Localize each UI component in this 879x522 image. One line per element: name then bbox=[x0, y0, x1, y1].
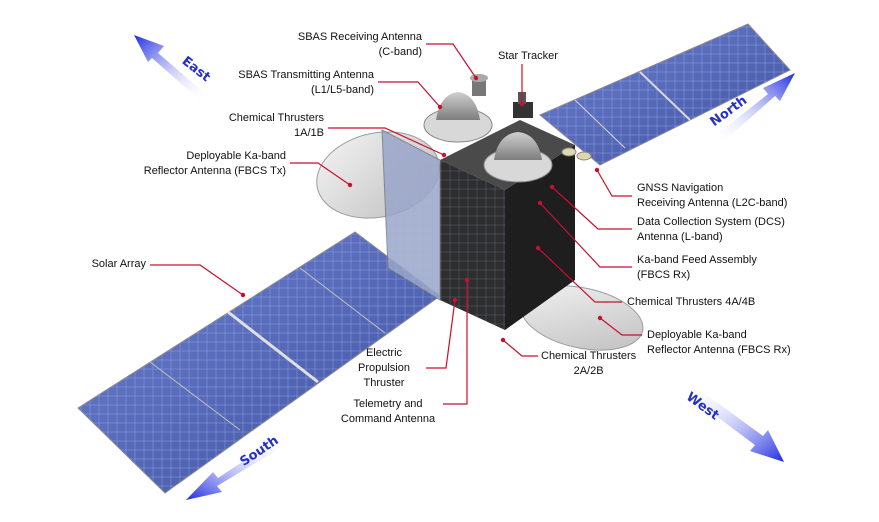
north-arrow bbox=[716, 73, 795, 142]
south-solar-array bbox=[77, 231, 441, 494]
label-line: Chemical Thrusters bbox=[228, 112, 324, 124]
label-line: Electric bbox=[365, 347, 403, 359]
label-electric-propulsion: Electric Propulsion Thruster bbox=[342, 346, 426, 391]
label-line: Reflector Antenna (FBCS Rx) bbox=[647, 344, 791, 356]
label-line: Telemetry and bbox=[353, 398, 423, 410]
label-line: Antenna (L-band) bbox=[637, 231, 723, 243]
label-gnss: GNSS Navigation Receiving Antenna (L2C-b… bbox=[637, 181, 787, 211]
south-arrow bbox=[186, 438, 284, 500]
label-line: (FBCS Rx) bbox=[637, 269, 691, 281]
label-line: Propulsion bbox=[358, 362, 410, 374]
label-chem-4a4b: Chemical Thrusters 4A/4B bbox=[627, 295, 755, 310]
label-line: Star Tracker bbox=[498, 50, 558, 62]
label-line: Chemical Thrusters bbox=[541, 350, 637, 362]
north-solar-array bbox=[539, 23, 791, 166]
label-sbas-rx: SBAS Receiving Antenna (C-band) bbox=[258, 30, 422, 60]
label-line: Deployable Ka-band bbox=[647, 329, 747, 341]
label-line: (L1/L5-band) bbox=[311, 84, 374, 96]
leader-lines bbox=[150, 43, 642, 405]
east-arrow bbox=[134, 35, 208, 102]
label-line: Command Antenna bbox=[340, 413, 436, 425]
label-line: Chemical Thrusters 4A/4B bbox=[627, 296, 756, 308]
label-dcs: Data Collection System (DCS) Antenna (L-… bbox=[637, 215, 785, 245]
label-line: Deployable Ka-band bbox=[186, 150, 286, 162]
label-telemetry: Telemetry and Command Antenna bbox=[336, 397, 440, 427]
label-ka-tx: Deployable Ka-band Reflector Antenna (FB… bbox=[116, 149, 286, 179]
sbas-rx-antenna bbox=[470, 74, 488, 96]
label-ka-feed: Ka-band Feed Assembly (FBCS Rx) bbox=[637, 253, 757, 283]
label-line: GNSS Navigation bbox=[637, 182, 724, 194]
sbas-tx-antenna bbox=[423, 92, 493, 143]
label-line: Thruster bbox=[363, 377, 405, 389]
label-line: Receiving Antenna (L2C-band) bbox=[637, 197, 788, 209]
west-arrow bbox=[688, 387, 784, 462]
leader-dots bbox=[240, 75, 603, 343]
label-line: (C-band) bbox=[378, 46, 422, 58]
label-chem-1a1b: Chemical Thrusters 1A/1B bbox=[204, 111, 324, 141]
gnss-antenna bbox=[561, 147, 592, 161]
label-line: Data Collection System (DCS) bbox=[637, 216, 785, 228]
label-ka-rx: Deployable Ka-band Reflector Antenna (FB… bbox=[647, 328, 791, 358]
label-star-tracker: Star Tracker bbox=[498, 49, 558, 64]
label-line: SBAS Transmitting Antenna bbox=[238, 69, 374, 81]
label-line: 2A/2B bbox=[573, 365, 604, 377]
label-line: SBAS Receiving Antenna bbox=[297, 31, 422, 43]
label-chem-2a2b: Chemical Thrusters 2A/2B bbox=[541, 349, 636, 379]
data-collection-antenna bbox=[483, 132, 553, 183]
label-line: Solar Array bbox=[91, 258, 146, 270]
label-line: Reflector Antenna (FBCS Tx) bbox=[143, 165, 286, 177]
label-line: Ka-band Feed Assembly bbox=[637, 254, 757, 266]
label-solar-array: Solar Array bbox=[60, 257, 146, 272]
label-sbas-tx: SBAS Transmitting Antenna (L1/L5-band) bbox=[204, 68, 374, 98]
label-line: 1A/1B bbox=[294, 127, 324, 139]
